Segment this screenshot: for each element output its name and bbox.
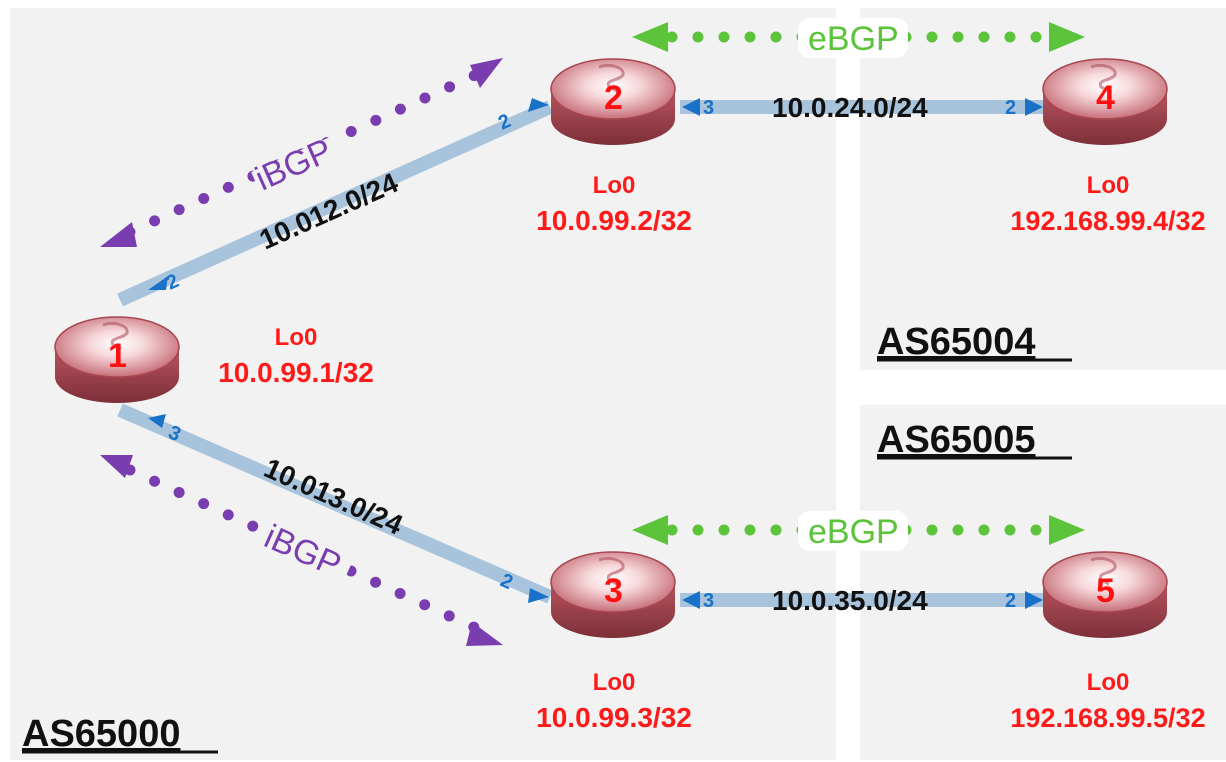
ebgp-upper-arrowhead-right	[1049, 22, 1085, 52]
port-r2-to-r4: 3	[703, 97, 714, 119]
arrow-r5-port2	[1025, 591, 1043, 609]
ibgp-lower-arrowhead-left	[100, 455, 133, 478]
router-2[interactable]: 2	[549, 57, 677, 147]
arrow-r4-port2	[1025, 98, 1043, 116]
network-label-r3-r5: 10.0.35.0/24	[772, 585, 928, 616]
router-5-number: 5	[1096, 572, 1115, 610]
router-4-number: 4	[1096, 79, 1115, 117]
arrow-r3-port3	[682, 591, 700, 609]
arrow-r1-port3	[148, 414, 166, 428]
router-5[interactable]: 5	[1041, 550, 1169, 640]
port-r3-to-r5: 3	[703, 590, 714, 612]
ibgp-upper-arrowhead-right	[470, 58, 503, 88]
ebgp-upper-session	[632, 18, 1085, 58]
router-5-lo-ip: 192.168.99.5/32	[1010, 703, 1205, 733]
as65004-area	[860, 8, 1226, 370]
router-4-lo-ip: 192.168.99.4/32	[1010, 206, 1205, 236]
router-2-number: 2	[604, 79, 623, 117]
ibgp-lower-arrowhead-right	[466, 622, 503, 646]
ebgp-lower-arrowhead-right	[1049, 515, 1085, 545]
router-2-lo-ip: 10.0.99.2/32	[536, 205, 692, 236]
link-r1-r3	[117, 403, 553, 604]
arrow-r2-port2	[528, 98, 549, 112]
as65004-label: AS65004	[877, 321, 1035, 363]
router-2-lo-name: Lo0	[593, 172, 636, 199]
port-arrows	[148, 98, 1043, 609]
ibgp-lower-session	[100, 455, 503, 646]
router-1[interactable]: 1	[53, 315, 181, 405]
router-4-lo-name: Lo0	[1087, 172, 1130, 199]
network-label-r2-r4: 10.0.24.0/24	[772, 92, 928, 123]
router-3[interactable]: 3	[549, 550, 677, 640]
ebgp-lower-session	[632, 511, 1085, 551]
port-r5-to-r3: 2	[1005, 590, 1016, 612]
router-1-number: 1	[108, 337, 127, 375]
ebgp-upper-arrowhead-left	[632, 22, 668, 52]
router-3-number: 3	[604, 572, 623, 610]
ebgp-upper-label: eBGP	[808, 20, 899, 58]
router-3-lo-name: Lo0	[593, 669, 636, 696]
arrow-r1-port2	[148, 276, 168, 290]
port-r4-to-r2: 2	[1005, 97, 1016, 119]
ebgp-lower-label: eBGP	[808, 513, 899, 551]
ibgp-upper-arrowhead-left	[100, 222, 137, 247]
link-r1-r2	[117, 100, 553, 307]
ibgp-upper-session	[100, 58, 503, 247]
as65005-label: AS65005	[877, 419, 1035, 461]
router-3-lo-ip: 10.0.99.3/32	[536, 702, 692, 733]
arrow-r3-port2	[528, 588, 549, 603]
router-1-lo-name: Lo0	[275, 324, 318, 351]
router-1-lo-ip: 10.0.99.1/32	[218, 357, 374, 388]
router-4[interactable]: 4	[1041, 57, 1169, 147]
arrow-r2-port3	[682, 98, 700, 116]
ebgp-lower-arrowhead-left	[632, 515, 668, 545]
as65000-label: AS65000	[22, 713, 180, 755]
router-5-lo-name: Lo0	[1087, 669, 1130, 696]
